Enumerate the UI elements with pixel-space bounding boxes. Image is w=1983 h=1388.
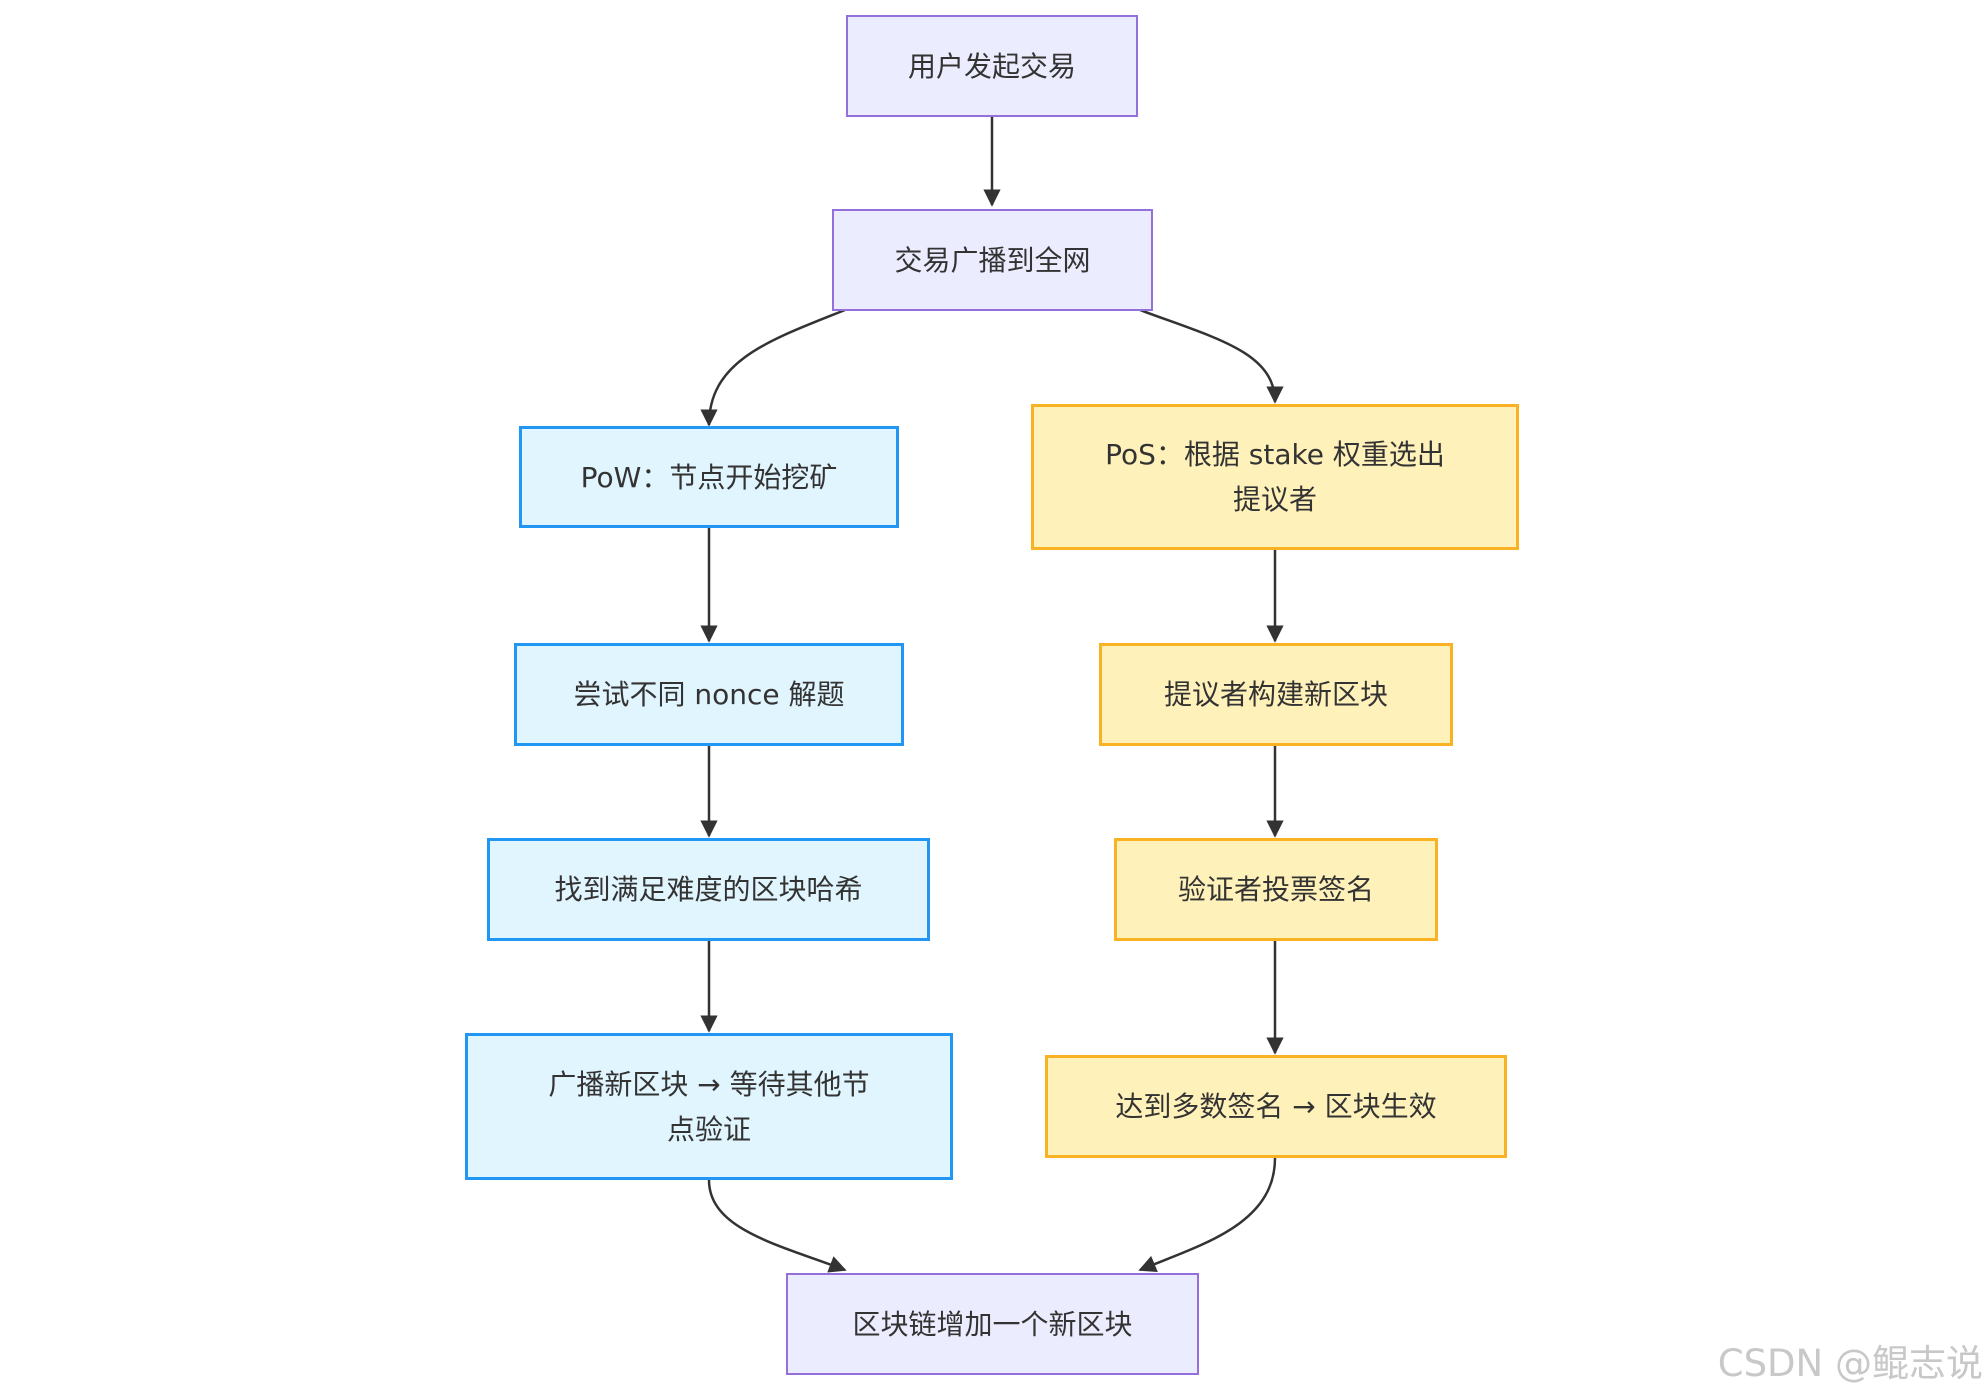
node-pos-vote-label: 验证者投票签名 [1177,873,1374,906]
node-pow-mine: PoW：节点开始挖矿 [519,426,899,528]
node-end: 区块链增加一个新区块 [786,1273,1199,1375]
watermark: CSDN @鲲志说 [1717,1342,1983,1385]
node-broadcast-label: 交易广播到全网 [894,243,1091,277]
node-pos-select: PoS：根据 stake 权重选出 提议者 [1031,404,1519,550]
edge-pos-to-end [1138,1157,1277,1273]
node-pos-finalize: 达到多数签名 → 区块生效 [1045,1055,1507,1158]
node-pos-select-line2: 提议者 [1232,483,1317,516]
node-end-label: 区块链增加一个新区块 [852,1307,1133,1341]
node-pos-vote: 验证者投票签名 [1114,838,1438,941]
node-pow-nonce: 尝试不同 nonce 解题 [514,643,904,746]
node-pos-build: 提议者构建新区块 [1099,643,1453,746]
node-pos-select-line1: PoS：根据 stake 权重选出 [1105,438,1445,471]
node-pos-select-text: PoS：根据 stake 权重选出 提议者 [1105,432,1445,522]
node-pos-build-label: 提议者构建新区块 [1163,678,1388,711]
edge-broadcast-to-pow [700,308,846,427]
edge-pow-to-end [707,1179,847,1273]
node-pow-announce: 广播新区块 → 等待其他节 点验证 [465,1033,953,1180]
node-start-label: 用户发起交易 [907,49,1076,83]
node-start: 用户发起交易 [846,15,1138,117]
node-pow-announce-line1: 广播新区块 → 等待其他节 [548,1067,870,1101]
node-broadcast: 交易广播到全网 [832,209,1153,311]
node-pow-announce-text: 广播新区块 → 等待其他节 点验证 [548,1062,869,1152]
node-pow-hash: 找到满足难度的区块哈希 [487,838,930,941]
node-pos-finalize-label: 达到多数签名 → 区块生效 [1115,1090,1437,1123]
node-pow-hash-label: 找到满足难度的区块哈希 [554,873,863,906]
node-pow-mine-label: PoW：节点开始挖矿 [580,460,838,494]
node-pow-announce-line2: 点验证 [666,1112,751,1146]
edge-broadcast-to-pos [1139,308,1284,404]
node-pow-nonce-label: 尝试不同 nonce 解题 [573,678,845,711]
